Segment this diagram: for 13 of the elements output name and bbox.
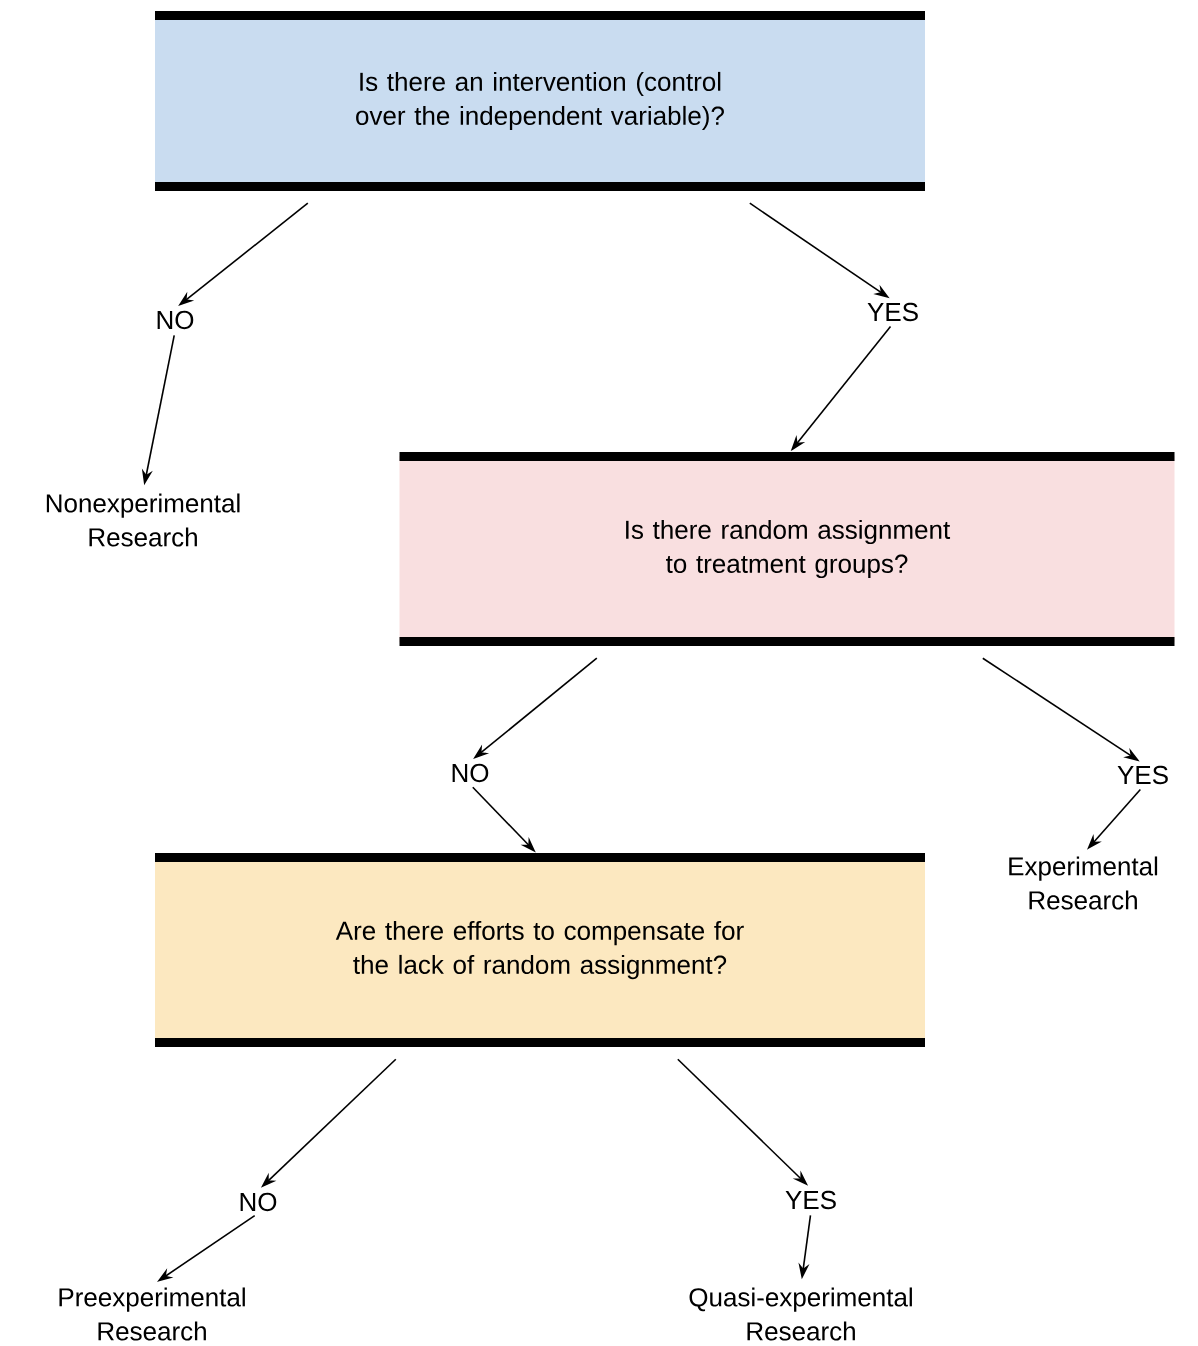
answer-label: YES: [867, 302, 918, 322]
outcome-label: Quasi-experimental Research: [689, 1287, 912, 1341]
answer-label: NO: [452, 763, 489, 783]
outcome-label: Experimental Research: [1009, 856, 1158, 910]
question-box: Are there efforts to compensate for the lack of random assignment?: [155, 853, 925, 1047]
answer-label: YES: [1117, 765, 1168, 785]
answer-label: NO: [157, 310, 194, 330]
answer-label: NO: [240, 1192, 277, 1212]
question-box: Is there an intervention (control over the independent variable)?: [155, 11, 925, 191]
outcome-label: Preexperimental Research: [59, 1287, 245, 1341]
outcome-label: Nonexperimental Research: [46, 493, 240, 547]
answer-label: YES: [785, 1190, 836, 1210]
question-box: Is there random assignment to treatment groups?: [399, 452, 1175, 646]
